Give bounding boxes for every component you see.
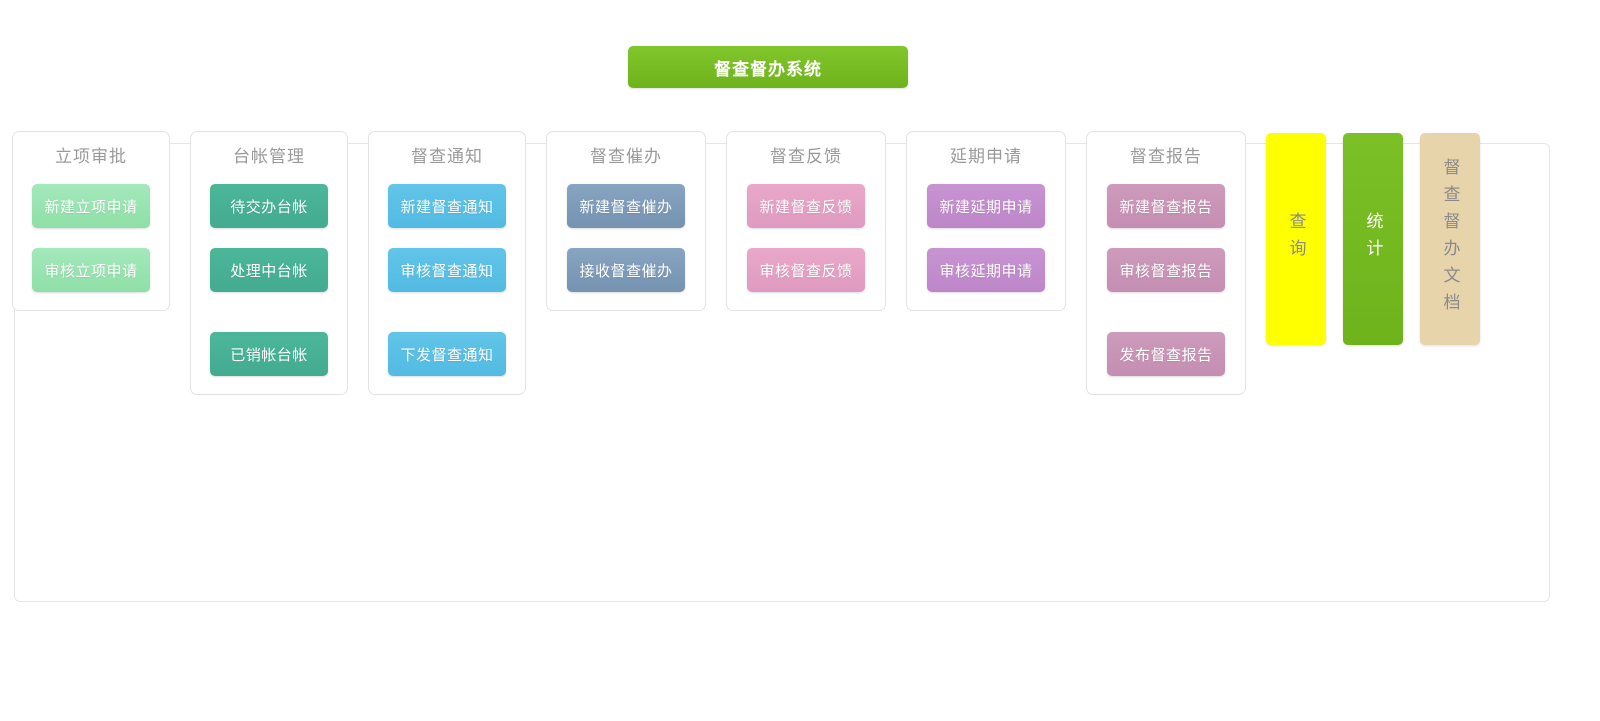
button-review-supervision-notice[interactable]: 审核督查通知 [388, 248, 506, 292]
module-card-extension: 延期申请 新建延期申请 审核延期申请 [906, 131, 1066, 311]
side-tab-statistics-label: 统计 [1363, 212, 1383, 266]
button-review-supervision-report[interactable]: 审核督查报告 [1107, 248, 1225, 292]
button-publish-supervision-report[interactable]: 发布督查报告 [1107, 332, 1225, 376]
system-title-banner: 督查督办系统 [628, 46, 908, 88]
button-review-approval-request[interactable]: 审核立项申请 [32, 248, 150, 292]
module-title-report: 督查报告 [1130, 147, 1202, 166]
module-title-feedback: 督查反馈 [770, 147, 842, 166]
button-issue-supervision-notice[interactable]: 下发督查通知 [388, 332, 506, 376]
module-title-approval: 立项审批 [55, 147, 127, 166]
side-tab-statistics[interactable]: 统计 [1343, 133, 1403, 345]
module-card-expedite: 督查催办 新建督查催办 接收督查催办 [546, 131, 706, 311]
button-in-progress-ledger[interactable]: 处理中台帐 [210, 248, 328, 292]
module-card-notice: 督查通知 新建督查通知 审核督查通知 下发督查通知 [368, 131, 526, 395]
modules-row: 立项审批 新建立项申请 审核立项申请 台帐管理 待交办台帐 处理中台帐 已销帐台… [12, 131, 1522, 395]
module-card-approval: 立项审批 新建立项申请 审核立项申请 [12, 131, 170, 311]
module-card-ledger: 台帐管理 待交办台帐 处理中台帐 已销帐台帐 [190, 131, 348, 395]
button-new-approval-request[interactable]: 新建立项申请 [32, 184, 150, 228]
button-new-supervision-expedite[interactable]: 新建督查催办 [567, 184, 685, 228]
button-receive-supervision-expedite[interactable]: 接收督查催办 [567, 248, 685, 292]
button-new-extension-request[interactable]: 新建延期申请 [927, 184, 1045, 228]
side-tab-query[interactable]: 查询 [1266, 133, 1326, 345]
side-tab-supervision-documents[interactable]: 督查督办文档 [1420, 133, 1480, 345]
module-title-ledger: 台帐管理 [233, 147, 305, 166]
side-tab-query-label: 查询 [1286, 212, 1306, 266]
button-review-extension-request[interactable]: 审核延期申请 [927, 248, 1045, 292]
button-closed-ledger[interactable]: 已销帐台帐 [210, 332, 328, 376]
module-title-expedite: 督查催办 [590, 147, 662, 166]
side-tab-supervision-documents-label: 督查督办文档 [1440, 158, 1460, 320]
button-pending-assignment-ledger[interactable]: 待交办台帐 [210, 184, 328, 228]
button-new-supervision-report[interactable]: 新建督查报告 [1107, 184, 1225, 228]
module-title-extension: 延期申请 [950, 147, 1022, 166]
button-new-supervision-feedback[interactable]: 新建督查反馈 [747, 184, 865, 228]
module-card-feedback: 督查反馈 新建督查反馈 审核督查反馈 [726, 131, 886, 311]
button-new-supervision-notice[interactable]: 新建督查通知 [388, 184, 506, 228]
button-review-supervision-feedback[interactable]: 审核督查反馈 [747, 248, 865, 292]
module-title-notice: 督查通知 [411, 147, 483, 166]
module-card-report: 督查报告 新建督查报告 审核督查报告 发布督查报告 [1086, 131, 1246, 395]
